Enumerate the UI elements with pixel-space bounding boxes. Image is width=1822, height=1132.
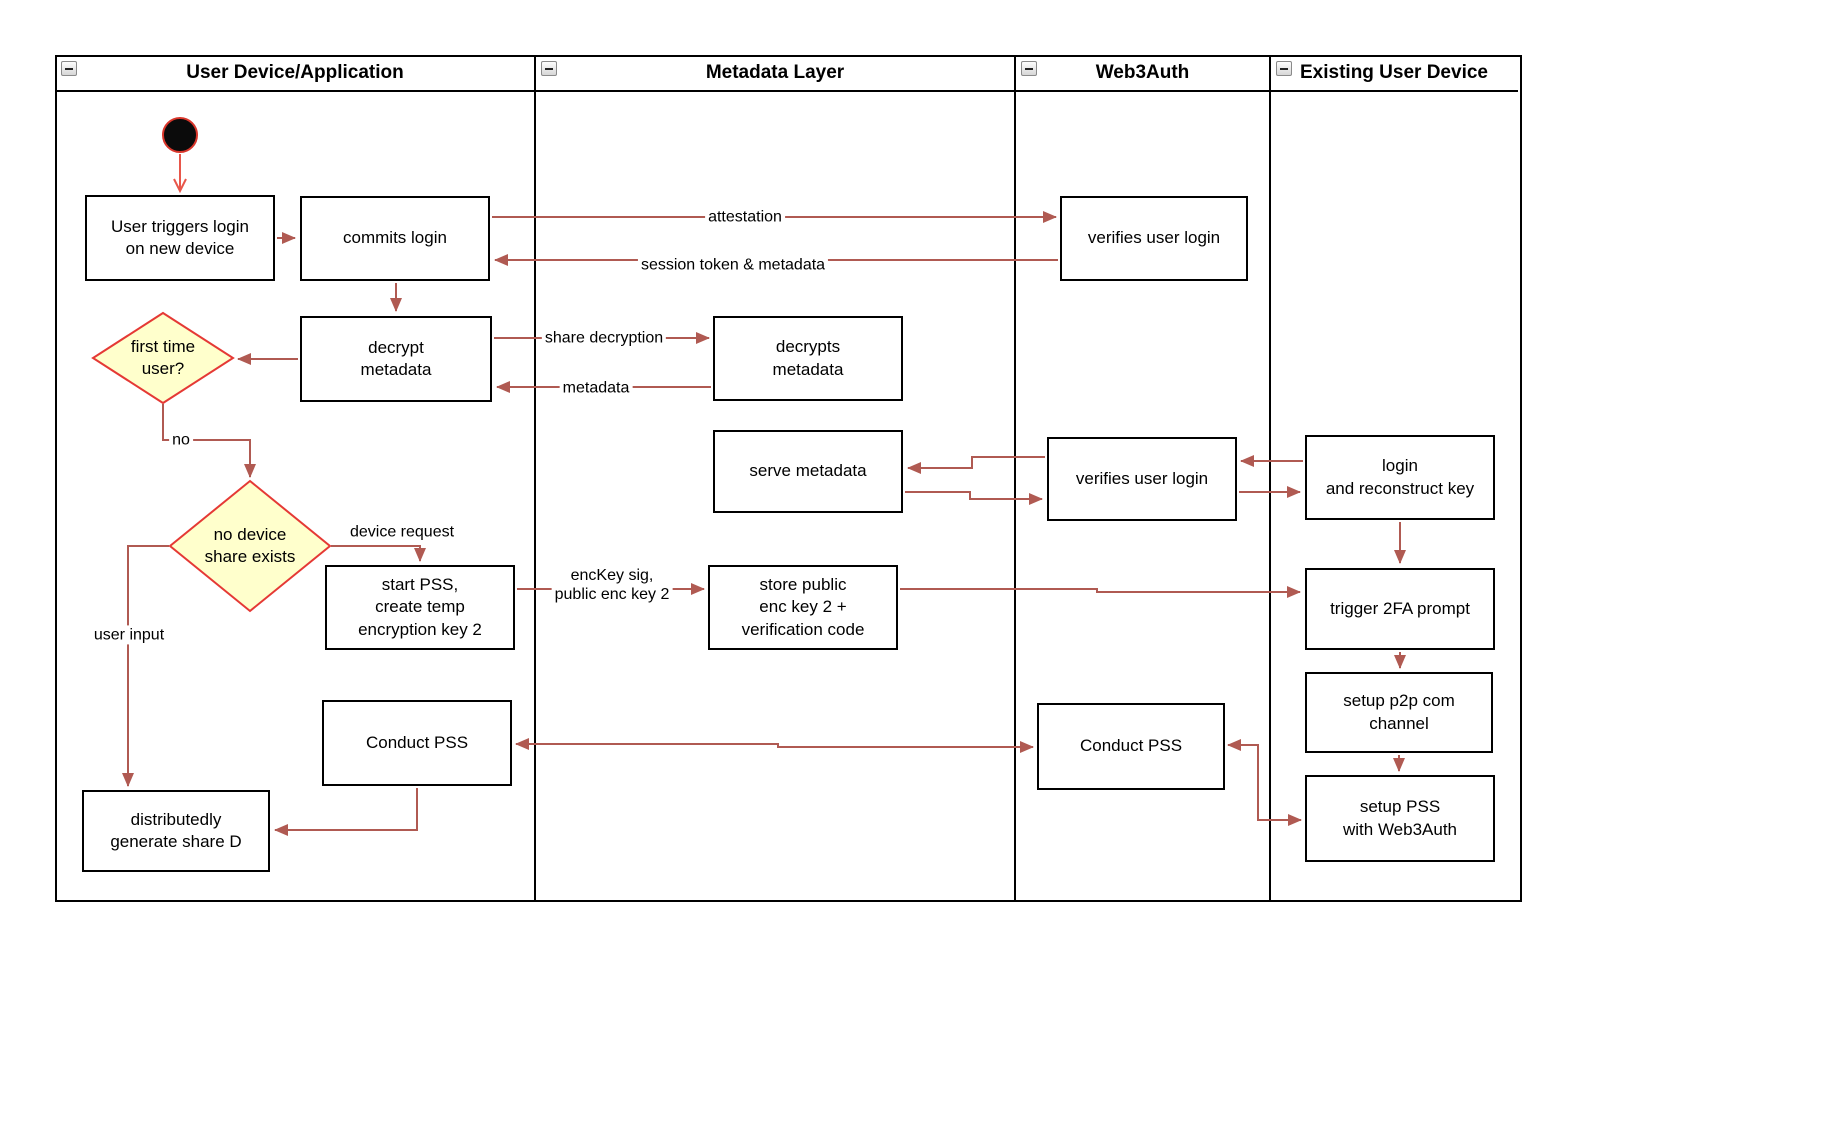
node-conduct-pss-web3auth: Conduct PSS	[1037, 703, 1225, 790]
edge-label-attestation: attestation	[705, 207, 785, 227]
decision-first-time-user	[91, 311, 235, 405]
node-commits-login: commits login	[300, 196, 490, 281]
node-label: Conduct PSS	[1079, 736, 1183, 756]
node-verifies-user-login-1: verifies user login	[1060, 196, 1248, 281]
decision-no-device-share	[168, 479, 332, 613]
node-conduct-pss-device: Conduct PSS	[322, 700, 512, 786]
edge-serve-to-verifies	[905, 491, 1043, 505]
lane-divider	[1269, 55, 1271, 902]
edge-label-metadata: metadata	[559, 378, 633, 398]
node-label: login and reconstruct key	[1325, 456, 1475, 498]
node-login-reconstruct-key: login and reconstruct key	[1305, 435, 1495, 520]
node-label: setup PSS with Web3Auth	[1342, 797, 1458, 839]
node-label: setup p2p com channel	[1343, 691, 1455, 733]
node-label: Conduct PSS	[365, 732, 469, 752]
node-decrypt-metadata: decrypt metadata	[300, 316, 492, 402]
node-label: decrypts metadata	[772, 337, 844, 379]
minus-icon	[1025, 67, 1033, 70]
node-label: store public enc key 2 + verification co…	[741, 574, 865, 639]
lane-header-metadata-layer: Metadata Layer	[535, 55, 1015, 92]
node-label: distributedly generate share D	[110, 809, 242, 851]
node-label: serve metadata	[749, 461, 867, 481]
edge-conduct-setup-pss	[1227, 739, 1302, 826]
edge-no-branch	[162, 404, 256, 478]
minus-icon	[1280, 67, 1288, 70]
start-node	[162, 117, 198, 153]
node-label: User triggers login on new device	[111, 216, 249, 258]
lane-divider	[1014, 55, 1016, 902]
node-user-triggers-login: User triggers login on new device	[85, 195, 275, 281]
node-label: verifies user login	[1075, 468, 1209, 488]
lane-header-user-device: User Device/Application	[55, 55, 535, 92]
minus-icon	[545, 67, 553, 70]
lane-title: Web3Auth	[1095, 61, 1190, 83]
minus-icon	[65, 67, 73, 70]
node-store-public-key: store public enc key 2 + verification co…	[708, 565, 898, 650]
collapse-icon[interactable]	[1021, 61, 1037, 76]
decision-label-no-device-share: no device share exists	[204, 524, 296, 566]
edge-label-user-input: user input	[90, 625, 168, 645]
node-serve-metadata: serve metadata	[713, 430, 903, 513]
edge-label-no: no	[169, 430, 193, 450]
lane-divider	[534, 55, 536, 902]
collapse-icon[interactable]	[61, 61, 77, 76]
edge-conduct-to-distributed	[274, 788, 418, 836]
node-label: commits login	[343, 228, 447, 248]
node-verifies-user-login-2: verifies user login	[1047, 437, 1237, 521]
node-decrypts-metadata: decrypts metadata	[713, 316, 903, 401]
decision-label-first-time-user: first time user?	[130, 336, 196, 378]
node-setup-p2p: setup p2p com channel	[1305, 672, 1493, 753]
node-setup-pss-web3auth: setup PSS with Web3Auth	[1305, 775, 1495, 862]
lane-header-existing-user-device: Existing User Device	[1270, 55, 1518, 92]
edge-label-enckey: encKey sig, public enc key 2	[551, 565, 673, 605]
lane-header-web3auth: Web3Auth	[1015, 55, 1270, 92]
edge-label-device-request: device request	[346, 522, 458, 542]
node-label: verifies user login	[1087, 228, 1221, 248]
edge-label-share-decryption: share decryption	[541, 328, 667, 348]
edge-conduct-pss-bidirectional	[515, 738, 1034, 753]
lane-title: Metadata Layer	[705, 61, 845, 83]
edge-verifies-to-serve	[907, 456, 1045, 474]
node-distributed-share: distributedly generate share D	[82, 790, 270, 872]
edge-store-to-trigger-2fa	[900, 586, 1301, 598]
collapse-icon[interactable]	[541, 61, 557, 76]
node-start-pss: start PSS, create temp encryption key 2	[325, 565, 515, 650]
node-label: decrypt metadata	[360, 337, 432, 379]
edge-label-session-token: session token & metadata	[637, 255, 829, 275]
lane-title: User Device/Application	[186, 61, 404, 83]
node-label: trigger 2FA prompt	[1330, 598, 1470, 618]
collapse-icon[interactable]	[1276, 61, 1292, 76]
edge-user-input	[122, 545, 169, 787]
node-label: start PSS, create temp encryption key 2	[358, 574, 482, 639]
node-trigger-2fa: trigger 2FA prompt	[1305, 568, 1495, 650]
edge-device-request	[331, 545, 426, 562]
lane-title: Existing User Device	[1300, 61, 1488, 83]
